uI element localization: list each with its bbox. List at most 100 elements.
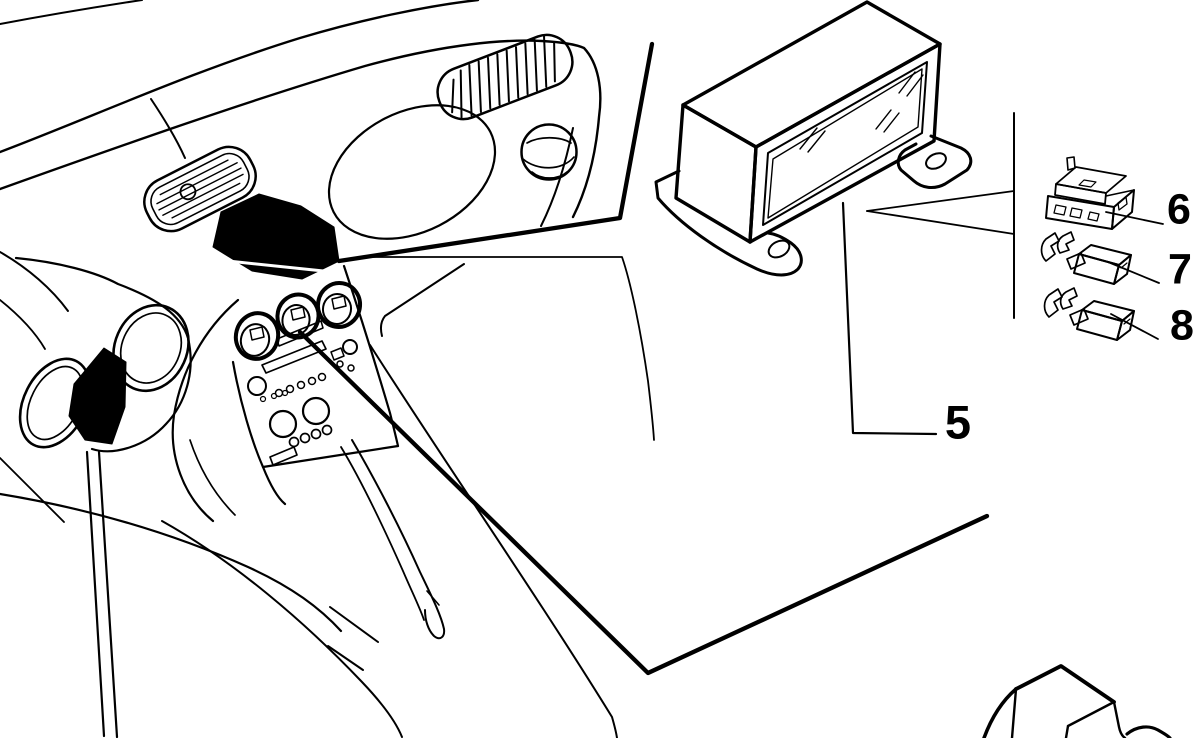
terminal-crimp-claw-1 (1043, 288, 1063, 318)
label8-leader (1110, 313, 1159, 340)
terminal-sleeve-opening (1120, 262, 1128, 269)
round-air-vent (520, 123, 578, 181)
hvac-knob-2 (275, 292, 321, 340)
terminal-sleeve-front (1076, 309, 1123, 341)
tunnel-trim-line-2 (327, 645, 364, 671)
connector-body-front (1045, 195, 1115, 230)
thick-leader-lines (297, 41, 990, 676)
part-label-8: 8 (1170, 301, 1194, 350)
tunnel-trim-line-1 (329, 606, 379, 643)
door-sill-line (0, 457, 65, 523)
group-bracket-arm-bottom (866, 210, 1015, 235)
component-right-edge (1112, 700, 1127, 738)
console-module-leader (297, 329, 990, 676)
label7-leader (1107, 261, 1160, 284)
grille-sensor (179, 183, 197, 201)
part-label-7: 7 (1168, 245, 1192, 294)
radio-small-button-row (259, 389, 289, 403)
terminal-7-drawing (1040, 231, 1132, 285)
dashboard-line-art (0, 0, 602, 738)
terminal-neck (1069, 308, 1089, 326)
part-label-6: 6 (1167, 185, 1191, 234)
dash-top-grille (143, 145, 257, 233)
windshield-corner-line (0, 0, 143, 25)
terminal-8-drawing (1043, 287, 1135, 341)
part-label-5: 5 (944, 395, 972, 449)
round-vent-louvers (522, 136, 575, 179)
a-pillar-line-2 (0, 299, 46, 350)
knob-outer-ring (315, 281, 363, 329)
connector-body-right (1111, 189, 1135, 230)
ecu-left-mount-hole (767, 239, 791, 259)
connector-pin-tab (1066, 156, 1076, 171)
console-side-button (342, 339, 358, 355)
ecu-right-mount-flange (896, 134, 973, 190)
terminal-crimp-claw-2 (1056, 231, 1075, 254)
instrument-cluster-opening (327, 104, 497, 240)
ecu-module-drawing (654, 0, 973, 277)
right-vent-outer-ring (112, 303, 190, 393)
hatched-air-vent (436, 33, 574, 121)
console-side-dot-1 (336, 360, 344, 368)
knob-inner-ring (281, 304, 311, 336)
connector-body-top-edge (1105, 189, 1135, 197)
terminal-sleeve-end (1113, 254, 1132, 285)
grille-inner-outline (150, 152, 250, 226)
radio-knob (247, 376, 267, 396)
steering-cowl-inner-arc (189, 439, 236, 516)
knob-inner-ring (321, 293, 353, 325)
dash-top-outer-line (0, 0, 480, 154)
knob-pointer (331, 295, 347, 310)
ecu-right-mount-hole (925, 152, 947, 170)
component-wire-curve-left (982, 687, 1018, 738)
console-bottom-edge (261, 444, 400, 469)
a-pillar-line-1 (0, 251, 69, 312)
connector-upper-shell-top (1055, 166, 1127, 194)
hvac-dial-right (301, 396, 331, 426)
ecu-window-outer (762, 61, 928, 226)
ecu-glass-glint-marks (799, 71, 924, 153)
label5-leader (841, 201, 938, 436)
grille-outline (143, 145, 257, 233)
dash-lower-right-outline (365, 256, 655, 441)
hatched-vent-outline (436, 33, 574, 121)
lower-dash-sweep (0, 492, 343, 633)
terminal-neck (1066, 252, 1086, 270)
right-vent-inner-ring (119, 312, 183, 384)
bottom-right-component (982, 664, 1172, 738)
lower-switch-plate (269, 446, 298, 466)
side-module-leader-left (85, 450, 106, 738)
ecu-left-mount-flange (654, 169, 803, 277)
terminal-sleeve-front (1073, 253, 1120, 285)
radio-display (261, 340, 327, 374)
component-top-edges (1014, 664, 1116, 704)
console-side-switch (330, 347, 345, 361)
connector-front-slots (1053, 204, 1100, 222)
steering-cowl-arc (171, 298, 240, 523)
console-right-edge (342, 264, 400, 448)
connector-side-slot (1117, 196, 1128, 211)
center-console (212, 193, 655, 738)
knob-inner-ring (239, 323, 271, 357)
terminal-sleeve-end (1116, 310, 1135, 341)
dash-left-seam (150, 98, 186, 159)
ecu-window-inner (767, 68, 923, 219)
component-wire-curve-right (1125, 725, 1172, 738)
hvac-dial-left (268, 409, 298, 439)
terminal-crimp-claw-1 (1040, 232, 1060, 262)
console-module-slit (226, 259, 335, 274)
terminal-crimp-claw-2 (1059, 287, 1078, 310)
terminal-sleeve-opening (1123, 318, 1131, 325)
group-bracket-arm-top (866, 190, 1015, 212)
gear-surround-inner (340, 446, 425, 621)
round-vent-outline (520, 123, 578, 181)
hvac-knob-3 (315, 281, 363, 329)
knob-pointer (290, 306, 306, 321)
callout-lines (841, 112, 1164, 436)
connector-top-notch (1078, 179, 1097, 188)
gear-surround-outer (351, 439, 446, 640)
component-inner-edge (1064, 700, 1116, 738)
side-module-silhouette (68, 347, 127, 445)
